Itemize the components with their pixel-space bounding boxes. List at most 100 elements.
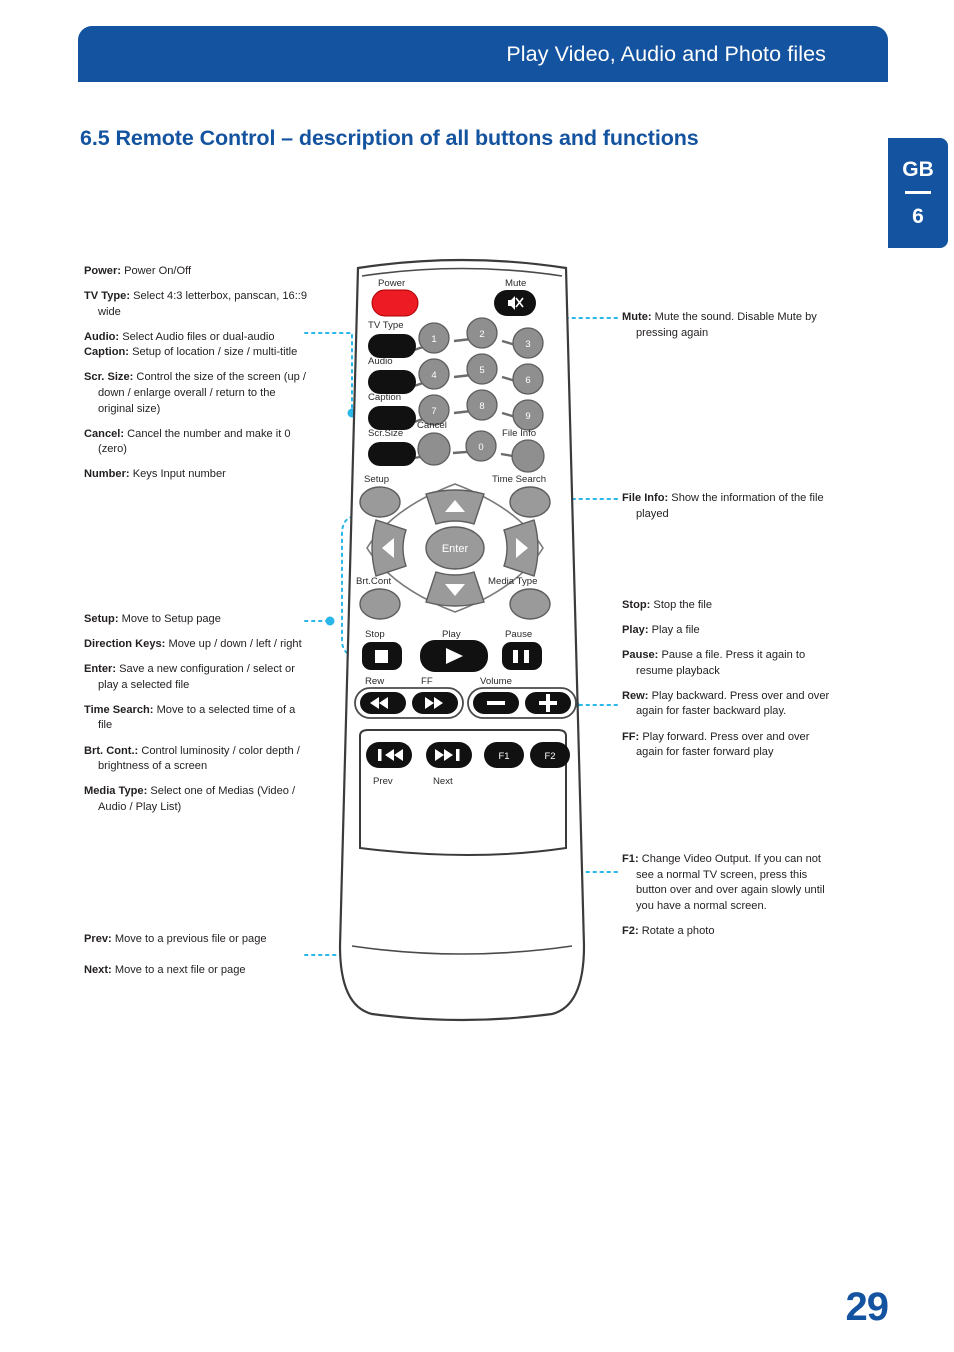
key-0-label: 0 — [478, 442, 483, 453]
setup-button[interactable] — [359, 486, 401, 518]
plus-icon-v — [546, 694, 550, 712]
brt-cont-button[interactable] — [359, 588, 401, 620]
mute-label: Mute — [505, 278, 526, 289]
key-6-label: 6 — [525, 375, 530, 386]
desc-term: Pause: — [622, 649, 659, 662]
desc-text: Change Video Output. If you can not see … — [636, 853, 825, 912]
key-4[interactable] — [418, 358, 450, 390]
f1-button[interactable] — [484, 742, 524, 768]
direction-pad: Enter — [366, 483, 544, 613]
function-panel: Prev Next F1 F2 — [359, 729, 570, 856]
rew-icon — [370, 697, 388, 709]
desc-item-ff: FF: Play forward. Press over and over ag… — [622, 730, 838, 761]
play-label: Play — [442, 629, 461, 640]
desc-term: Caption: — [84, 346, 129, 359]
key-3-label: 3 — [525, 339, 530, 350]
desc-text: Setup of location / size / multi-title — [128, 346, 298, 359]
time-search-group: Time Search — [492, 474, 551, 518]
power-button[interactable] — [371, 289, 419, 317]
left-description-block-1: Power: Power On/Off TV Type: Select 4:3 … — [84, 264, 310, 483]
page-header-bar: Play Video, Audio and Photo files — [78, 26, 888, 82]
dpad-right-icon — [516, 538, 528, 558]
key-0[interactable] — [465, 430, 497, 462]
desc-term: Time Search: — [84, 703, 154, 716]
key-8[interactable] — [466, 389, 498, 421]
desc-text: Power On/Off — [121, 265, 192, 277]
setup-label: Setup — [364, 474, 389, 485]
enter-button[interactable] — [425, 526, 485, 570]
key-3[interactable] — [512, 327, 544, 359]
desc-item-direction-keys: Direction Keys: Move up / down / left / … — [84, 637, 310, 653]
desc-text: Save a new configuration / select or pla… — [98, 663, 295, 691]
desc-text: Move to a previous file or page — [111, 933, 267, 945]
key-2[interactable] — [466, 317, 498, 349]
desc-text: Control luminosity / color depth / brigh… — [98, 744, 300, 773]
desc-term: Stop: — [622, 599, 651, 611]
key-5[interactable] — [466, 353, 498, 385]
scr-size-button[interactable] — [368, 442, 416, 466]
cancel-button[interactable] — [417, 432, 451, 466]
page-header-title: Play Video, Audio and Photo files — [506, 41, 826, 66]
chapter-tab-number: 6 — [912, 205, 924, 228]
ff-icon — [425, 697, 443, 709]
audio-group: Audio 4 5 6 — [368, 353, 544, 395]
dpad-up-icon — [445, 500, 465, 512]
rew-label: Rew — [365, 676, 384, 687]
media-type-button[interactable] — [509, 588, 551, 620]
key-2-label: 2 — [479, 329, 484, 340]
key-5-label: 5 — [479, 365, 484, 376]
volume-label: Volume — [480, 676, 512, 687]
desc-item-pause: Pause: Pause a file. Press it again to r… — [622, 648, 838, 679]
tv-type-group: TV Type 1 2 3 — [368, 317, 544, 359]
desc-term: Number: — [84, 468, 130, 481]
pause-label: Pause — [505, 629, 532, 640]
page-number: 29 — [845, 1285, 889, 1329]
tv-type-button[interactable] — [368, 334, 416, 358]
file-info-button[interactable] — [511, 439, 545, 473]
desc-term: Setup: — [84, 613, 119, 625]
key-7[interactable] — [418, 394, 450, 426]
key-1[interactable] — [418, 322, 450, 354]
stop-label: Stop — [365, 629, 385, 640]
right-description-block-3: Stop: Stop the file Play: Play a file Pa… — [622, 598, 838, 761]
right-description-block-1: Mute: Mute the sound. Disable Mute by pr… — [622, 310, 838, 341]
section-heading: 6.5 Remote Control – description of all … — [80, 126, 699, 150]
enter-label: Enter — [442, 543, 469, 555]
desc-item-scr-size: Scr. Size: Control the size of the scree… — [84, 370, 310, 417]
desc-term: F1: — [622, 853, 639, 865]
desc-term: Power: — [84, 265, 121, 277]
caption-label: Caption — [368, 392, 401, 403]
f1-label: F1 — [498, 751, 509, 762]
tv-type-label: TV Type — [368, 320, 404, 331]
volume-row: Volume — [467, 676, 577, 719]
f2-label: F2 — [544, 751, 555, 762]
desc-item-prev: Prev: Move to a previous file or page — [84, 932, 310, 948]
audio-button[interactable] — [368, 370, 416, 394]
desc-text: Move up / down / left / right — [165, 638, 302, 651]
desc-item-enter: Enter: Save a new configuration / select… — [84, 662, 310, 693]
caption-button[interactable] — [368, 406, 416, 430]
key-1-label: 1 — [431, 334, 436, 345]
stop-icon — [375, 650, 388, 663]
mute-icon — [508, 296, 524, 310]
time-search-button[interactable] — [509, 486, 551, 518]
power-label: Power — [378, 278, 406, 289]
audio-caption-pair: Audio: Select Audio files or dual-audio … — [84, 330, 310, 361]
desc-text: Stop the file — [650, 599, 713, 611]
key-9[interactable] — [512, 399, 544, 431]
desc-item-media-type: Media Type: Select one of Medias (Video … — [84, 784, 310, 815]
desc-item-play: Play: Play a file — [622, 623, 838, 639]
desc-text: Rotate a photo — [638, 924, 715, 937]
right-description-block-2: File Info: Show the information of the f… — [622, 491, 838, 522]
desc-term: Audio: — [84, 330, 120, 343]
desc-item-f1: F1: Change Video Output. If you can not … — [622, 852, 838, 914]
f2-button[interactable] — [530, 742, 570, 768]
desc-item-number: Number: Keys Input number — [84, 467, 310, 483]
key-6[interactable] — [512, 363, 544, 395]
desc-term: TV Type: — [84, 290, 131, 303]
mute-button-group: Mute — [494, 278, 536, 316]
desc-text: Mute the sound. Disable Mute by pressing… — [636, 311, 817, 339]
pause-button[interactable] — [502, 642, 542, 670]
pause-icon-right — [524, 650, 529, 663]
